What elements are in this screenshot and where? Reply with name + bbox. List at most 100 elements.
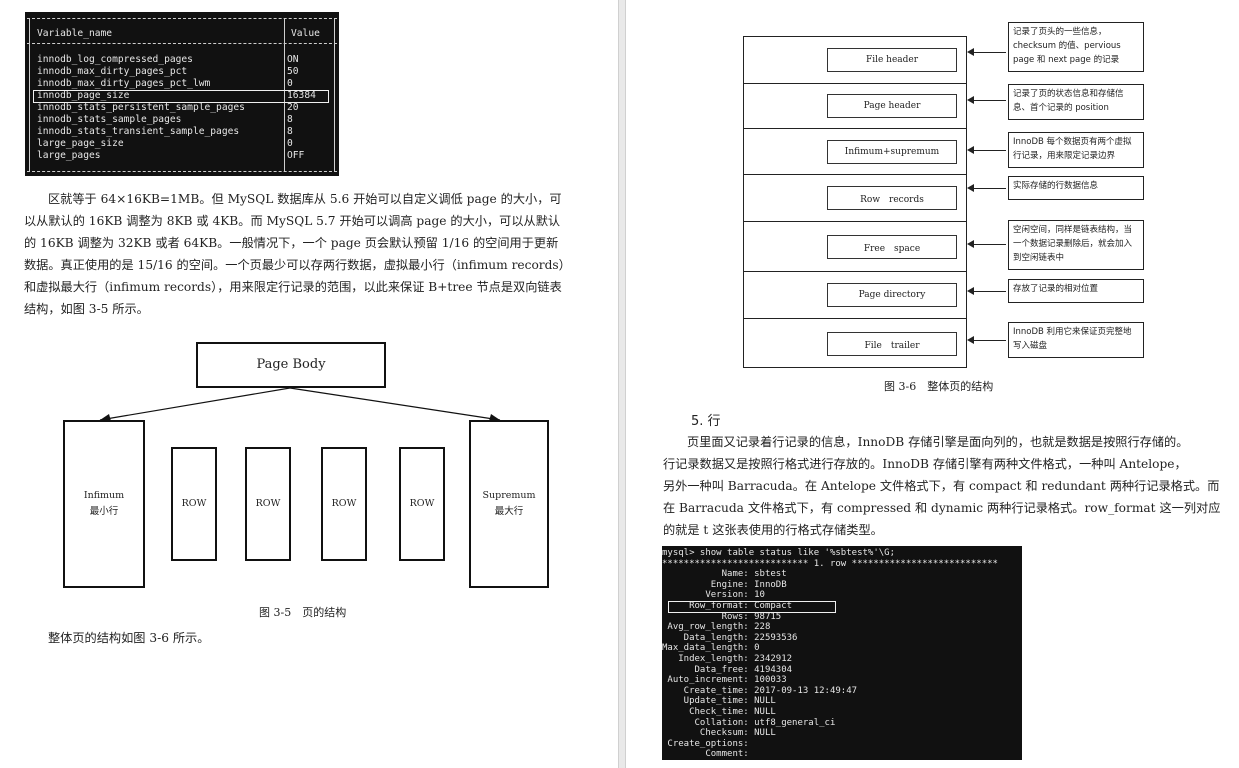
table-border-bottom [27, 171, 337, 172]
section-label: Page header [827, 94, 957, 118]
terminal-line: mysql> show table status like '%sbtest%'… [662, 548, 895, 558]
terminal-line: Auto_increment: 100033 [662, 675, 787, 686]
note-page-directory: 存放了记录的相对位置 [1008, 279, 1144, 303]
highlight-box [668, 601, 836, 613]
text-line: 页里面又记录着行记录的信息，InnoDB 存储引擎是面向列的，也就是数据是按照行… [687, 435, 1189, 449]
terminal-line: Collation: utf8_general_ci [662, 717, 836, 728]
table-border-middle [284, 18, 285, 171]
text-line: 和虚拟最大行（infimum records），用来限定行记录的范围，以此来保证… [24, 280, 562, 294]
left-page: Variable_name Value innodb_log_compresse… [0, 0, 618, 768]
table-status-terminal: mysql> show table status like '%sbtest%'… [662, 546, 1022, 760]
text-line: 另外一种叫 Barracuda。在 Antelope 文件格式下，有 compa… [663, 479, 1220, 493]
closing-text: 整体页的结构如图 3-6 所示。 [48, 631, 210, 645]
supremum-label: Supremum [482, 490, 536, 501]
note-file-trailer: InnoDB 利用它来保证页完整地写入磁盘 [1008, 322, 1144, 358]
section-label: File header [827, 48, 957, 72]
text-line: 数据。真正使用的是 15/16 的空间。一个页最少可以存两行数据，虚拟最小行（i… [24, 258, 571, 272]
terminal-line: Version: 10 [662, 590, 765, 601]
infimum-box: Infimum 最小行 [63, 420, 145, 588]
section-infimum-supremum: Infimum+supremum [744, 129, 966, 175]
figure-caption: 图 3-6 整体页的结构 [884, 380, 994, 393]
text-line: 以从默认的 16KB 调整为 8KB 或 4KB。而 MySQL 5.7 开始可… [24, 214, 561, 228]
table-border-left [29, 18, 30, 171]
page-gutter [618, 0, 626, 768]
section-file-trailer: File trailer [744, 319, 966, 369]
figure-caption: 图 3-5 页的结构 [259, 606, 347, 619]
terminal-line-highlighted: Row_format: Compact [662, 600, 793, 611]
arrow [967, 96, 1006, 104]
text-line: 结构，如图 3-5 所示。 [24, 302, 149, 316]
row-box: ROW [171, 447, 217, 561]
terminal-line: Avg_row_length: 228 [662, 622, 771, 633]
terminal-line: Rows: 98715 [662, 611, 782, 622]
terminal-line: Checksum: NULL [662, 728, 776, 739]
section-label: Row records [827, 186, 957, 210]
terminal-line: Max_data_length: 0 [662, 643, 760, 654]
supremum-box: Supremum 最大行 [469, 420, 549, 588]
section-page-directory: Page directory [744, 272, 966, 319]
arrow [967, 184, 1006, 192]
row-box: ROW [245, 447, 291, 561]
terminal-line: Update_time: NULL [662, 696, 776, 707]
terminal-line: Index_length: 2342912 [662, 653, 793, 664]
arrow [967, 48, 1006, 56]
highlight-box [33, 90, 329, 103]
figure-3-5-connectors [99, 387, 501, 421]
section-row-records: Row records [744, 175, 966, 222]
terminal-line: *************************** 1. row *****… [662, 558, 998, 569]
terminal-line: Name: sbtest [662, 569, 787, 580]
section-free-space: Free space [744, 222, 966, 272]
note-free-space: 空闲空间，同样是链表结构，当一个数据记录删除后，就会加入到空闲链表中 [1008, 220, 1144, 270]
table-border-top [27, 18, 337, 19]
section-label: Free space [827, 235, 957, 259]
section-file-header: File header [744, 37, 966, 84]
terminal-line: Engine: InnoDB [662, 579, 787, 590]
section-label: File trailer [827, 332, 957, 356]
text-line: 在 Barracuda 文件格式下，有 compressed 和 dynamic… [663, 501, 1221, 515]
arrow [967, 287, 1006, 295]
text-line: 的就是 t 这张表使用的行格式存储类型。 [663, 523, 883, 537]
supremum-sublabel: 最大行 [494, 506, 524, 517]
section-label: Page directory [827, 283, 957, 307]
column-header-value: Value [291, 28, 320, 39]
terminal-line: Data_length: 22593536 [662, 632, 798, 643]
table-border-header [27, 43, 337, 44]
arrow [967, 336, 1006, 344]
terminal-line: Create_time: 2017-09-13 12:49:47 [662, 685, 858, 696]
table-border-right [334, 18, 335, 171]
note-file-header: 记录了页头的一些信息，checksum 的值、pervious page 和 n… [1008, 22, 1144, 72]
terminal-line: Create_options: [662, 738, 749, 749]
row-box: ROW [321, 447, 367, 561]
arrow [967, 146, 1006, 154]
terminal-line: Check_time: NULL [662, 706, 776, 717]
arrow [967, 240, 1006, 248]
note-infimum-supremum: InnoDB 每个数据页有两个虚拟行记录，用来限定记录边界 [1008, 132, 1144, 168]
section-label: Infimum+supremum [827, 140, 957, 164]
row-box: ROW [399, 447, 445, 561]
body-paragraph: 区就等于 64×16KB=1MB。但 MySQL 数据库从 5.6 开始可以自定… [24, 188, 588, 320]
infimum-sublabel: 最小行 [89, 506, 119, 517]
page-body-box: Page Body [196, 342, 386, 388]
text-line: 行记录数据又是按照行格式进行存放的。InnoDB 存储引擎有两种文件格式，一种叫… [663, 457, 1187, 471]
variables-terminal: Variable_name Value innodb_log_compresse… [25, 12, 339, 176]
text-line: 区就等于 64×16KB=1MB。但 MySQL 数据库从 5.6 开始可以自定… [48, 192, 562, 206]
text-line: 的 16KB 调整为 32KB 或者 64KB。一般情况下，一个 page 页会… [24, 236, 559, 250]
section-page-header: Page header [744, 84, 966, 129]
body-paragraph: 页里面又记录着行记录的信息，InnoDB 存储引擎是面向列的，也就是数据是按照行… [663, 431, 1233, 541]
note-page-header: 记录了页的状态信息和存储信息、首个记录的 position [1008, 84, 1144, 120]
column-header-name: Variable_name [37, 28, 113, 39]
terminal-line: Data_free: 4194304 [662, 664, 793, 675]
terminal-line: Comment: [662, 749, 749, 760]
page-structure-diagram: File header Page header Infimum+supremum… [743, 36, 967, 368]
right-page: File header Page header Infimum+supremum… [626, 0, 1239, 768]
section-heading: 5. 行 [691, 414, 721, 429]
